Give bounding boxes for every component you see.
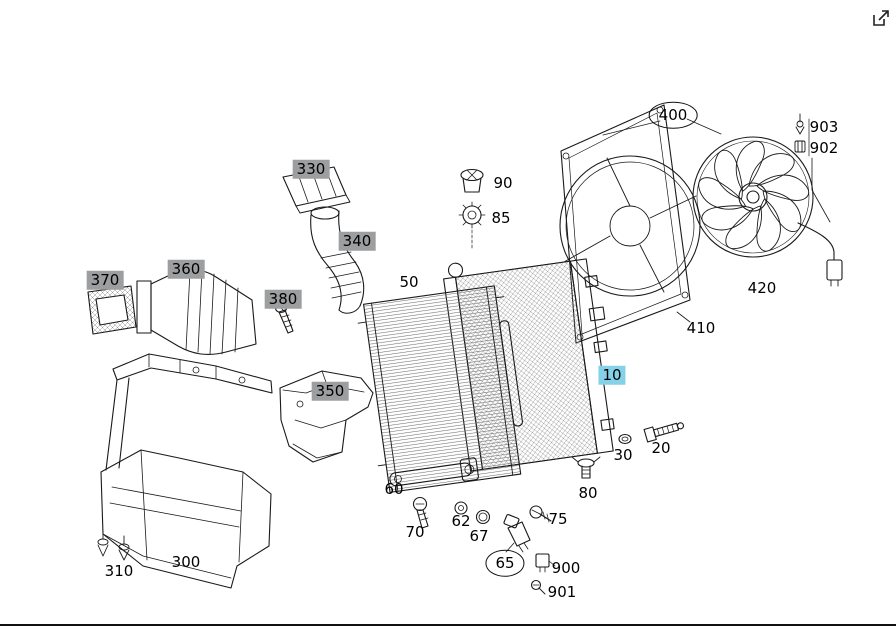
air-inlet-frame-370-drawing — [87, 285, 137, 335]
part-label-901[interactable]: 901 — [547, 582, 577, 601]
label-900-leader — [548, 560, 556, 567]
part-label-90[interactable]: 90 — [493, 173, 513, 192]
part-label-70[interactable]: 70 — [405, 522, 425, 541]
part-label-330[interactable]: 330 — [292, 159, 330, 179]
bracket-60-drawing — [389, 457, 479, 487]
cable-clip-902-drawing — [794, 140, 806, 153]
external-link-icon[interactable] — [870, 7, 892, 29]
part-label-75[interactable]: 75 — [548, 509, 568, 528]
part-label-20[interactable]: 20 — [651, 438, 671, 457]
part-label-60[interactable]: 60 — [384, 479, 404, 498]
part-label-410[interactable]: 410 — [686, 318, 716, 337]
air-duct-340-drawing — [310, 206, 365, 314]
valve-20-drawing — [643, 422, 685, 443]
fan-harness-drawing — [797, 157, 843, 287]
fan-drawing — [692, 136, 814, 258]
part-label-903[interactable]: 903 — [809, 117, 839, 136]
front-panel-300-drawing — [100, 353, 273, 589]
part-label-400[interactable]: 400 — [648, 101, 698, 129]
screw-75-drawing — [529, 505, 552, 523]
cap-85-drawing — [458, 201, 486, 229]
part-label-30[interactable]: 30 — [613, 445, 633, 464]
bottom-divider — [0, 624, 896, 626]
drain-plug-80-drawing — [571, 456, 601, 479]
part-label-380[interactable]: 380 — [264, 289, 302, 309]
part-label-900[interactable]: 900 — [551, 558, 581, 577]
cap-90-drawing — [460, 168, 484, 193]
seal-67-drawing — [475, 509, 491, 525]
part-label-300[interactable]: 300 — [171, 552, 201, 571]
air-duct-360-drawing — [136, 269, 257, 355]
screw-70-drawing — [412, 496, 429, 529]
screw-901-drawing — [530, 579, 546, 595]
fan-shroud-drawing — [559, 104, 701, 344]
washer-30-drawing — [618, 433, 632, 445]
cable-clip-903-drawing — [795, 113, 805, 135]
part-label-350[interactable]: 350 — [311, 381, 349, 401]
clip-pins-310-drawing — [97, 530, 130, 561]
label-410-leader — [676, 311, 691, 323]
part-label-340[interactable]: 340 — [338, 231, 376, 251]
washer-62-drawing — [454, 501, 468, 515]
condenser-drawing — [357, 285, 523, 493]
part-label-67[interactable]: 67 — [469, 526, 489, 545]
part-label-370[interactable]: 370 — [86, 270, 124, 290]
part-label-65[interactable]: 65 — [485, 549, 525, 577]
part-label-85[interactable]: 85 — [491, 208, 511, 227]
part-label-50[interactable]: 50 — [399, 272, 419, 291]
connector-900-drawing — [535, 553, 550, 573]
sensor-65-drawing — [503, 514, 531, 553]
part-label-902[interactable]: 902 — [809, 138, 839, 157]
part-label-10[interactable]: 10 — [598, 365, 626, 385]
part-label-420[interactable]: 420 — [747, 278, 777, 297]
part-label-310[interactable]: 310 — [104, 561, 134, 580]
part-label-62[interactable]: 62 — [451, 511, 471, 530]
part-label-80[interactable]: 80 — [578, 483, 598, 502]
part-label-360[interactable]: 360 — [167, 259, 205, 279]
